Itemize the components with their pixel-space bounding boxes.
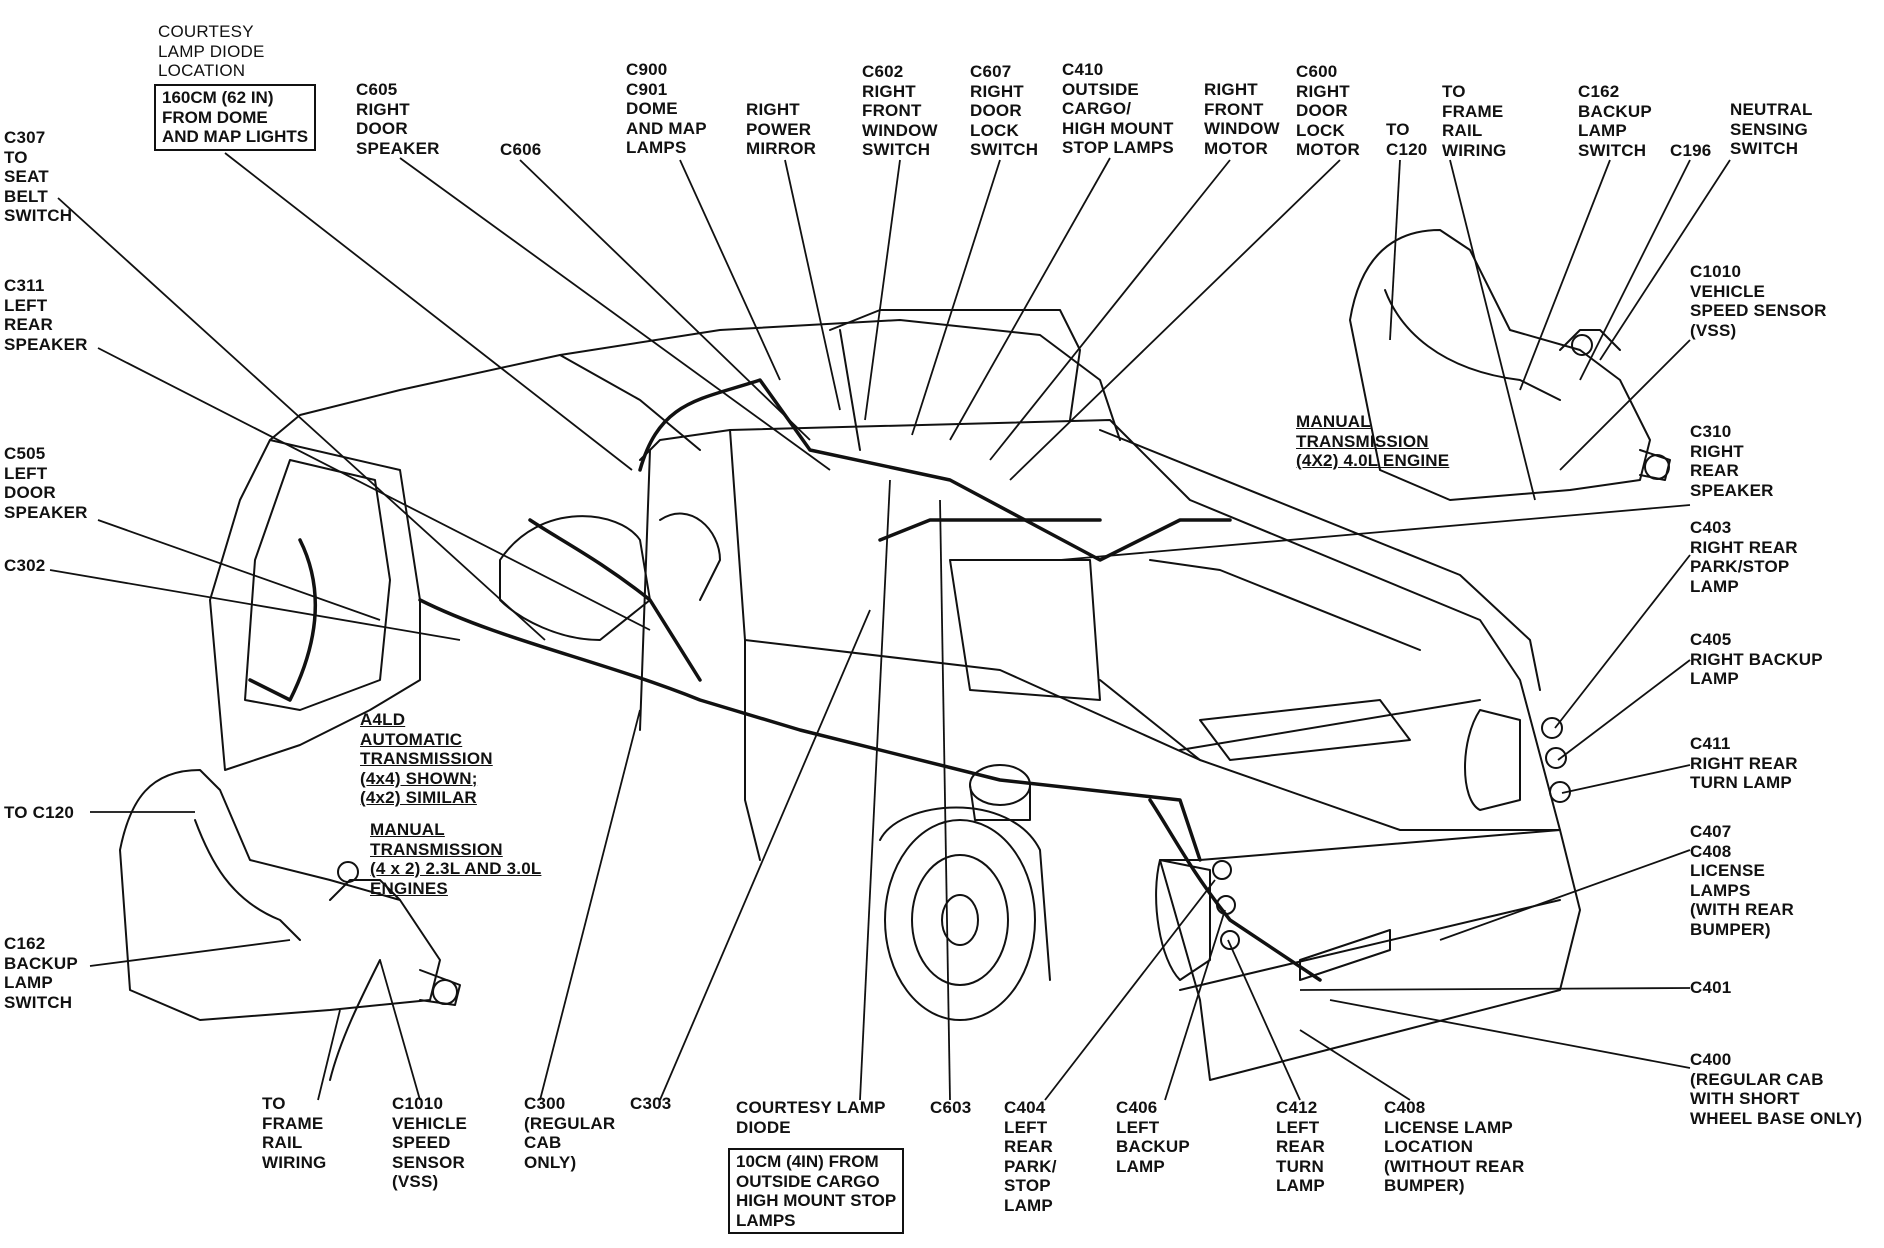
box-courtesy-top: 160CM (62 IN) FROM DOME AND MAP LIGHTS xyxy=(154,84,317,151)
label-c310: C310 RIGHT REAR SPEAKER xyxy=(1690,422,1774,500)
label-manual-transmission-top: MANUAL TRANSMISSION (4X2) 4.0L ENGINE xyxy=(1296,412,1450,470)
leader-lines xyxy=(49,152,1731,1101)
label-c300: C300 (REGULAR CAB ONLY) xyxy=(524,1094,616,1172)
label-c408-bottom: C408 LICENSE LAMP LOCATION (WITHOUT REAR… xyxy=(1384,1098,1525,1195)
box-courtesy-bottom: 10CM (4IN) FROM OUTSIDE CARGO HIGH MOUNT… xyxy=(728,1148,905,1234)
left-manual-transmission xyxy=(119,769,461,1081)
label-c302: C302 xyxy=(4,556,46,575)
label-c900: C900 C901 DOME AND MAP LAMPS xyxy=(626,60,707,157)
label-courtesy-lamp-diode-location: COURTESY LAMP DIODE LOCATION xyxy=(158,22,265,80)
label-c407-c408: C407 C408 LICENSE LAMPS (WITH REAR BUMPE… xyxy=(1690,822,1794,939)
label-c505: C505 LEFT DOOR SPEAKER xyxy=(4,444,88,522)
label-c162-left: C162 BACKUP LAMP SWITCH xyxy=(4,934,78,1012)
label-to-frame-rail-top: TO FRAME RAIL WIRING xyxy=(1442,82,1507,160)
label-c405: C405 RIGHT BACKUP LAMP xyxy=(1690,630,1823,688)
truck-cab-outline xyxy=(269,309,1131,861)
label-right-front-window-motor: RIGHT FRONT WINDOW MOTOR xyxy=(1204,80,1280,158)
label-c603: C603 xyxy=(930,1098,972,1117)
label-c196: C196 xyxy=(1670,141,1712,160)
label-c411: C411 RIGHT REAR TURN LAMP xyxy=(1690,734,1798,792)
label-c403: C403 RIGHT REAR PARK/STOP LAMP xyxy=(1690,518,1798,596)
label-to-c120-top: TO C120 xyxy=(1386,120,1428,159)
label-courtesy-lamp-diode-bottom: COURTESY LAMP DIODE xyxy=(736,1098,886,1137)
label-neutral-sensing-switch: NEUTRAL SENSING SWITCH xyxy=(1730,100,1813,158)
cab-transmission xyxy=(499,512,721,641)
truck-left-door xyxy=(209,439,421,771)
rear-wheel xyxy=(879,806,1051,1021)
label-c600: C600 RIGHT DOOR LOCK MOTOR xyxy=(1296,62,1360,159)
label-c1010-right: C1010 VEHICLE SPEED SENSOR (VSS) xyxy=(1690,262,1827,340)
label-right-power-mirror: RIGHT POWER MIRROR xyxy=(746,100,817,158)
label-c605: C605 RIGHT DOOR SPEAKER xyxy=(356,80,440,158)
truck-rear-bumper xyxy=(1159,829,1581,1081)
label-c311: C311 LEFT REAR SPEAKER xyxy=(4,276,88,354)
label-c162-top: C162 BACKUP LAMP SWITCH xyxy=(1578,82,1652,160)
truck-bed xyxy=(744,429,1561,831)
label-c410: C410 OUTSIDE CARGO/ HIGH MOUNT STOP LAMP… xyxy=(1062,60,1174,157)
label-c303: C303 xyxy=(630,1094,672,1113)
label-c307: C307 TO SEAT BELT SWITCH xyxy=(4,128,73,225)
label-c401: C401 xyxy=(1690,978,1732,997)
label-c1010-bottom: C1010 VEHICLE SPEED SENSOR (VSS) xyxy=(392,1094,468,1191)
right-rear-lamp-cluster xyxy=(1464,709,1571,811)
label-to-frame-rail-bottom: TO FRAME RAIL WIRING xyxy=(262,1094,327,1172)
label-c412: C412 LEFT REAR TURN LAMP xyxy=(1276,1098,1325,1195)
label-c606: C606 xyxy=(500,140,542,159)
left-rear-lamp-cluster xyxy=(1155,859,1240,981)
label-c602: C602 RIGHT FRONT WINDOW SWITCH xyxy=(862,62,938,159)
label-manual-transmission-left: MANUAL TRANSMISSION (4 x 2) 2.3L AND 3.0… xyxy=(370,820,542,898)
label-c404: C404 LEFT REAR PARK/ STOP LAMP xyxy=(1004,1098,1057,1215)
label-c400: C400 (REGULAR CAB WITH SHORT WHEEL BASE … xyxy=(1690,1050,1863,1128)
label-c607: C607 RIGHT DOOR LOCK SWITCH xyxy=(970,62,1039,159)
label-a4ld-transmission: A4LD AUTOMATIC TRANSMISSION (4x4) SHOWN;… xyxy=(360,710,493,807)
label-to-c120-left: TO C120 xyxy=(4,803,75,822)
label-c406: C406 LEFT BACKUP LAMP xyxy=(1116,1098,1190,1176)
